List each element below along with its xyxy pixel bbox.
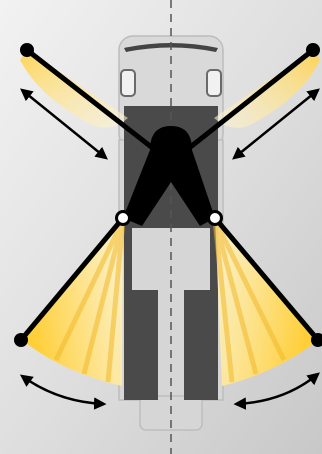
light-beam-bottom-left — [22, 218, 123, 386]
linear-motion-arrow-right-icon — [232, 88, 320, 160]
beam-rays-left — [53, 218, 126, 383]
joint-left-icon — [115, 210, 131, 226]
linear-motion-arrow-left-icon — [20, 88, 108, 160]
central-mount — [123, 126, 215, 226]
mirror-right — [206, 69, 222, 97]
boom-bottom-right — [212, 215, 321, 343]
beam-rays-right — [212, 218, 287, 383]
frame-slot-left — [136, 232, 150, 286]
light-beam-bottom-right — [215, 218, 318, 386]
pivot-bottom-left-icon — [14, 333, 28, 347]
rotation-arrow-left-icon — [19, 374, 107, 410]
mirror-left — [120, 69, 136, 97]
joint-right-icon — [207, 210, 223, 226]
pivot-top-left-icon — [20, 43, 34, 57]
pivot-bottom-right-icon — [311, 333, 322, 347]
frame-slot-right — [192, 232, 206, 286]
rotation-arrow-right-icon — [233, 372, 320, 410]
pivot-top-right-icon — [306, 43, 320, 57]
boom-bottom-left — [18, 215, 126, 343]
